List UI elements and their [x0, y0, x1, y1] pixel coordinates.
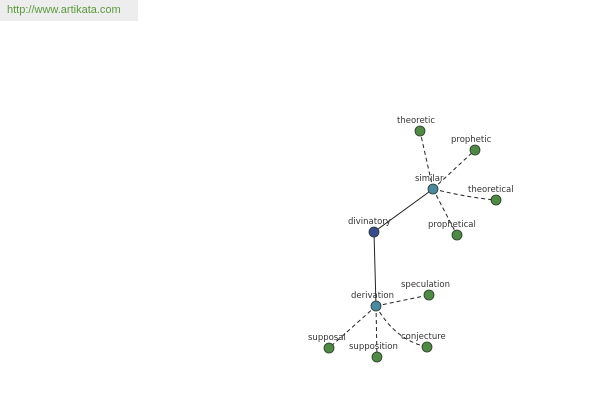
node-theoretic[interactable]: [414, 125, 426, 137]
node-derivation[interactable]: [370, 300, 382, 312]
node-supposition[interactable]: [371, 351, 383, 363]
node-conjecture[interactable]: [421, 341, 433, 353]
nodes: [323, 125, 502, 363]
label-prophetical[interactable]: prophetical: [428, 220, 476, 230]
edge-divinatory-similar: [373, 188, 434, 233]
label-conjecture[interactable]: conjecture: [401, 332, 446, 342]
edge-derivation-conjecture: [375, 305, 428, 348]
url-banner[interactable]: http://www.artikata.com: [0, 0, 138, 21]
node-similar[interactable]: [427, 183, 439, 195]
labels: divinatory similar theoretic prophetic t…: [308, 116, 514, 352]
label-speculation[interactable]: speculation: [401, 280, 450, 290]
edge-divinatory-derivation: [373, 231, 377, 307]
node-prophetic[interactable]: [469, 144, 481, 156]
label-supposition[interactable]: supposition: [349, 342, 398, 352]
label-prophetic[interactable]: prophetic: [451, 135, 492, 145]
edges: [328, 130, 497, 358]
label-similar[interactable]: similar: [415, 174, 444, 184]
label-derivation[interactable]: derivation: [351, 291, 394, 301]
label-divinatory[interactable]: divinatory: [348, 217, 391, 227]
label-supposal[interactable]: supposal: [308, 333, 346, 343]
node-divinatory[interactable]: [368, 226, 380, 238]
edge-similar-prophetical: [432, 188, 458, 236]
edge-similar-prophetic: [432, 149, 476, 190]
label-theoretical[interactable]: theoretical: [468, 185, 514, 195]
node-theoretical[interactable]: [490, 194, 502, 206]
node-speculation[interactable]: [423, 289, 435, 301]
edge-derivation-speculation: [375, 294, 430, 307]
node-prophetical[interactable]: [451, 229, 463, 241]
node-supposal[interactable]: [323, 342, 335, 354]
label-theoretic[interactable]: theoretic: [397, 116, 435, 126]
edge-derivation-supposal: [328, 305, 377, 349]
edge-similar-theoretic: [419, 130, 434, 190]
edge-derivation-supposition: [375, 305, 378, 358]
